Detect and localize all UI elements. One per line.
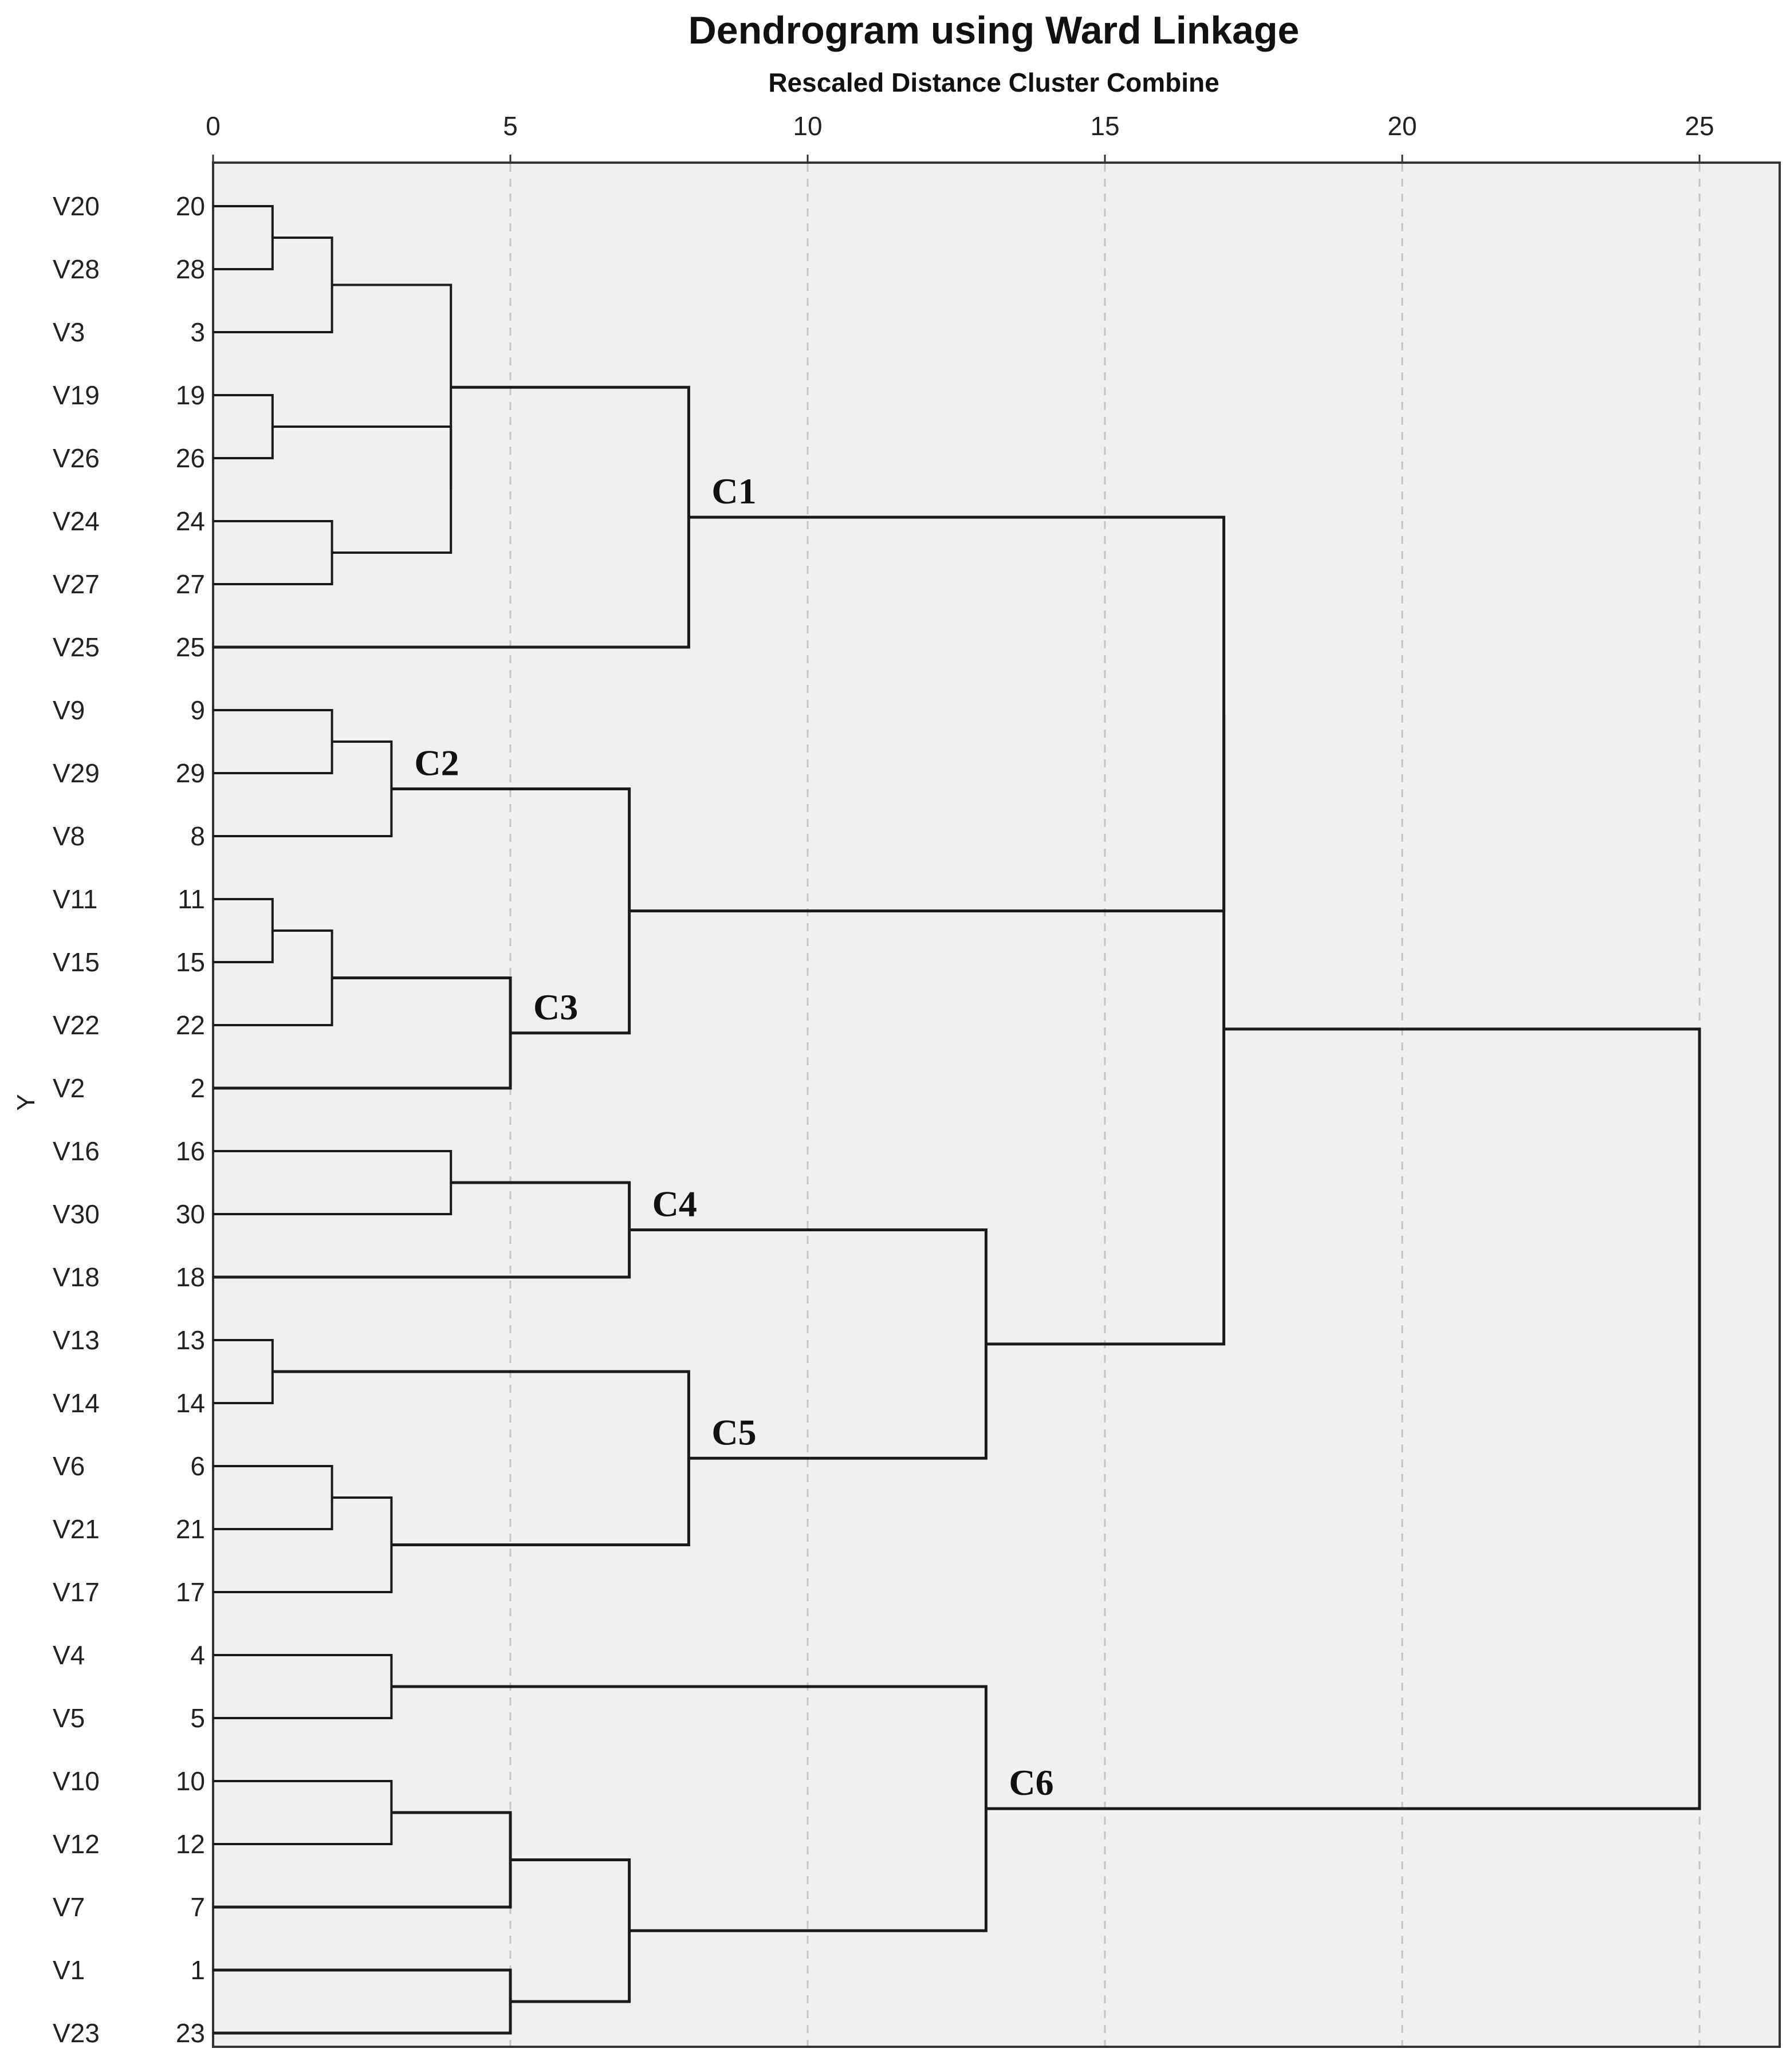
leaf-name-label: V9 — [53, 695, 85, 725]
x-tick-label: 20 — [1387, 111, 1417, 141]
leaf-name-label: V14 — [53, 1388, 100, 1418]
leaf-name-label: V30 — [53, 1199, 100, 1229]
leaf-number-label: 17 — [176, 1577, 205, 1607]
leaf-number-label: 18 — [176, 1262, 205, 1292]
leaf-name-label: V2 — [53, 1073, 85, 1103]
leaf-name-label: V15 — [53, 947, 100, 977]
leaf-number-label: 13 — [176, 1325, 205, 1355]
dendrogram-link — [332, 283, 453, 490]
leaf-number-label: 6 — [190, 1451, 205, 1481]
leaf-name-label: V22 — [53, 1010, 100, 1040]
leaf-number-label: 30 — [176, 1199, 205, 1229]
leaf-name-label: V19 — [53, 380, 100, 410]
cluster-label: C1 — [711, 471, 756, 511]
leaf-number-label: 27 — [176, 569, 205, 599]
leaf-number-label: 28 — [176, 254, 205, 284]
cluster-label: C3 — [533, 987, 578, 1027]
leaf-number-label: 14 — [176, 1388, 205, 1418]
leaf-name-label: V6 — [53, 1451, 85, 1481]
leaf-name-label: V20 — [53, 191, 100, 221]
leaf-number-label: 3 — [190, 317, 205, 347]
x-tick-label: 15 — [1090, 111, 1119, 141]
leaf-number-label: 9 — [190, 695, 205, 725]
leaf-number-label: 21 — [176, 1514, 205, 1544]
leaf-name-label: V12 — [53, 1829, 100, 1859]
leaf-name-label: V29 — [53, 758, 100, 788]
leaf-number-label: 12 — [176, 1829, 205, 1859]
leaf-number-label: 10 — [176, 1766, 205, 1796]
leaf-name-label: V8 — [53, 821, 85, 851]
leaf-number-label: 15 — [176, 947, 205, 977]
leaf-number-label: 7 — [190, 1892, 205, 1922]
leaf-number-label: 4 — [190, 1640, 205, 1670]
x-tick-label: 10 — [793, 111, 822, 141]
leaf-name-label: V7 — [53, 1892, 85, 1922]
leaf-number-label: 5 — [190, 1703, 205, 1733]
leaf-name-label: V3 — [53, 317, 85, 347]
leaf-name-label: V13 — [53, 1325, 100, 1355]
leaf-name-label: V5 — [53, 1703, 85, 1733]
leaf-number-label: 1 — [190, 1955, 205, 1985]
leaf-number-label: 11 — [178, 884, 205, 914]
cluster-label: C5 — [711, 1412, 756, 1452]
leaf-name-label: V18 — [53, 1262, 100, 1292]
leaf-name-label: V26 — [53, 443, 100, 473]
leaf-name-label: V23 — [53, 2018, 100, 2048]
y-axis-label: Y — [12, 1094, 40, 1110]
leaf-number-label: 8 — [190, 821, 205, 851]
cluster-label: C4 — [652, 1184, 697, 1224]
leaf-number-label: 2 — [190, 1073, 205, 1103]
leaf-name-label: V24 — [53, 506, 100, 536]
leaf-number-label: 26 — [176, 443, 205, 473]
cluster-label: C6 — [1009, 1762, 1053, 1803]
leaf-name-label: V25 — [53, 632, 100, 662]
dendrogram-links — [213, 205, 1701, 2035]
leaf-name-label: V17 — [53, 1577, 100, 1607]
x-tick-label: 5 — [503, 111, 518, 141]
leaf-number-label: 19 — [176, 380, 205, 410]
x-tick-label: 0 — [206, 111, 221, 141]
x-axis-ticks: 0 5 10 15 20 25 — [206, 111, 1714, 163]
cluster-label: C2 — [414, 743, 459, 783]
chart-subtitle: Rescaled Distance Cluster Combine — [768, 68, 1219, 97]
x-tick-label: 25 — [1685, 111, 1714, 141]
leaf-name-label: V1 — [53, 1955, 85, 1985]
leaf-number-label: 24 — [176, 506, 205, 536]
leaf-name-label: V4 — [53, 1640, 85, 1670]
leaf-name-label: V10 — [53, 1766, 100, 1796]
leaf-number-label: 22 — [176, 1010, 205, 1040]
leaf-name-label: V16 — [53, 1136, 100, 1166]
chart-title: Dendrogram using Ward Linkage — [689, 9, 1300, 52]
leaf-number-label: 20 — [176, 191, 205, 221]
leaf-name-label: V11 — [53, 884, 97, 914]
leaf-number-label: 16 — [176, 1136, 205, 1166]
grid-lines — [509, 164, 1701, 2046]
leaf-name-label: V27 — [53, 569, 100, 599]
dendrogram-link — [986, 714, 1226, 1346]
dendrogram-link — [986, 1027, 1701, 1810]
leaf-name-label: V21 — [53, 1514, 100, 1544]
plot-area — [212, 161, 1781, 2048]
leaf-name-label: V28 — [53, 254, 100, 284]
leaf-number-label: 29 — [176, 758, 205, 788]
leaf-number-label: 23 — [176, 2018, 205, 2048]
leaf-number-label: 25 — [176, 632, 205, 662]
